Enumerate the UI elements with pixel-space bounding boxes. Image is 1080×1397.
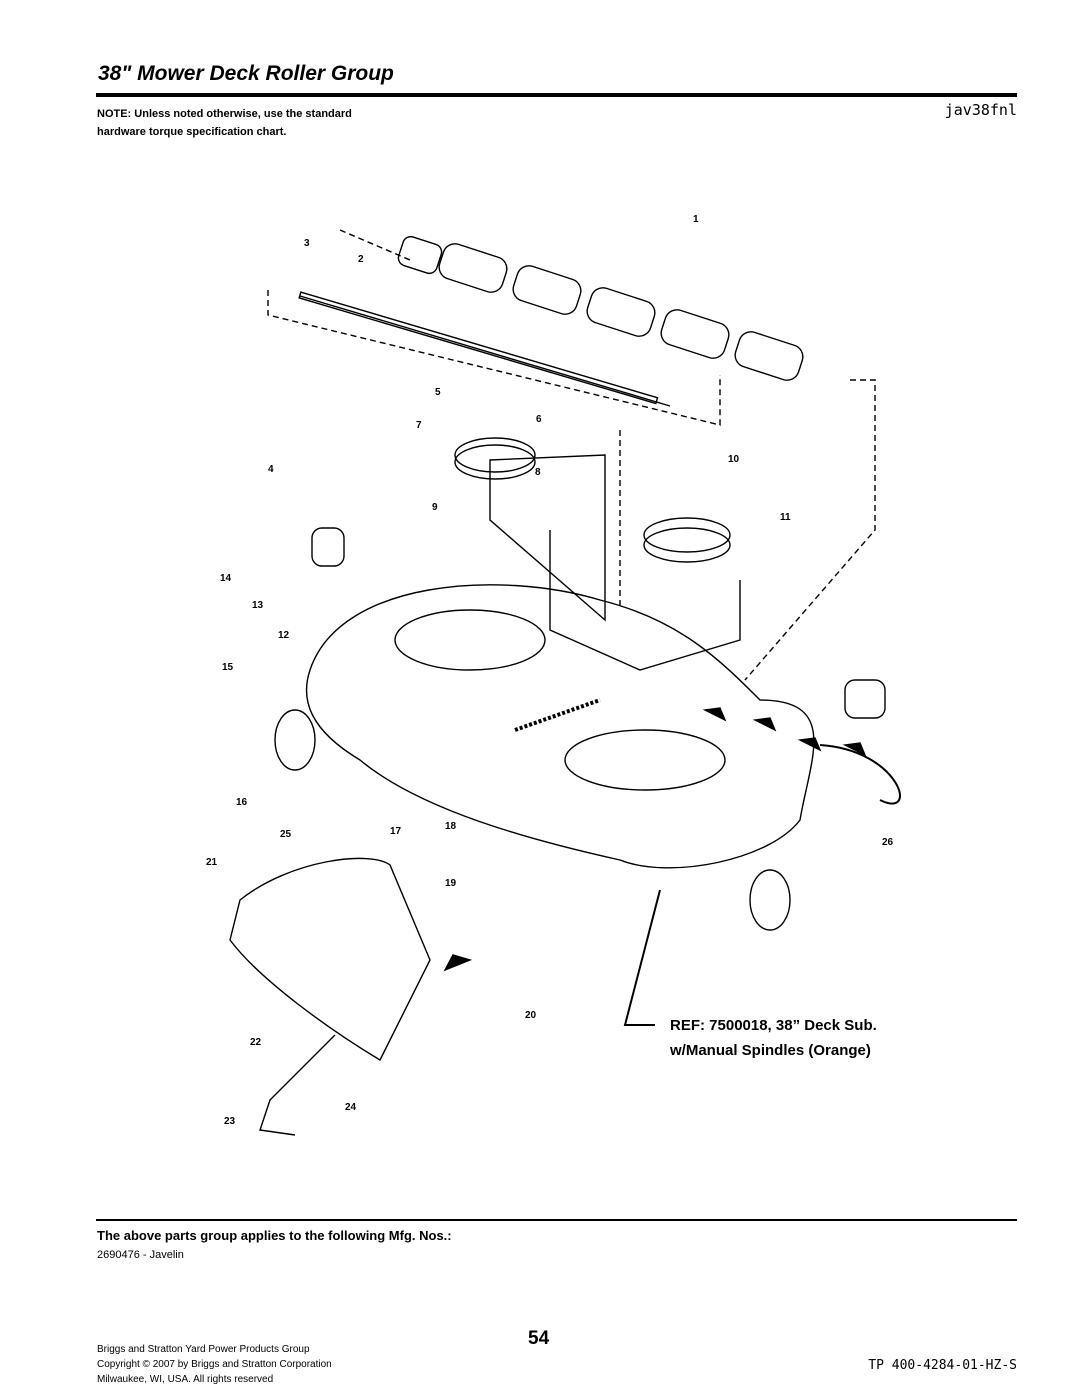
footer-copyright: Copyright © 2007 by Briggs and Stratton … <box>97 1359 332 1370</box>
callout-18: 18 <box>445 821 457 832</box>
applicability-item: 2690476 - Javelin <box>97 1249 184 1261</box>
footer-company: Briggs and Stratton Yard Power Products … <box>97 1344 310 1355</box>
callout-26: 26 <box>882 837 894 848</box>
callout-22: 22 <box>250 1037 262 1048</box>
callout-10: 10 <box>728 454 740 465</box>
callout-21: 21 <box>206 857 218 868</box>
wheel-right <box>749 869 791 931</box>
footer-credits: Briggs and Stratton Yard Power Products … <box>97 1342 332 1387</box>
upper-pulley <box>454 437 536 473</box>
callout-11: 11 <box>780 512 791 523</box>
mower-deck <box>305 584 815 869</box>
callout-1: 1 <box>693 214 699 225</box>
document-code: TP 400-4284-01-HZ-S <box>868 1358 1017 1373</box>
callout-3: 3 <box>304 238 310 249</box>
callout-12: 12 <box>278 630 290 641</box>
callout-5: 5 <box>435 387 441 398</box>
torque-note: NOTE: Unless noted otherwise, use the st… <box>97 108 352 138</box>
title-rule <box>96 93 1017 97</box>
chute-rod <box>259 1034 336 1136</box>
callout-23: 23 <box>224 1116 236 1127</box>
discharge-chute <box>229 857 431 1061</box>
footer-address: Milwaukee, WI, USA. All rights reserved <box>97 1374 274 1385</box>
roller-shaft <box>299 295 671 407</box>
wheel-left <box>274 709 316 771</box>
applicability-heading: The above parts group applies to the fol… <box>97 1228 452 1243</box>
page-title: 38" Mower Deck Roller Group <box>98 62 394 85</box>
ref-line-1: REF: 7500018, 38” Deck Sub. <box>670 1017 877 1034</box>
callout-24: 24 <box>345 1102 357 1113</box>
callout-19: 19 <box>445 878 457 889</box>
callout-20: 20 <box>525 1010 537 1021</box>
callout-14: 14 <box>220 573 232 584</box>
callout-7: 7 <box>416 420 422 431</box>
callout-4: 4 <box>268 464 274 475</box>
callout-16: 16 <box>236 797 248 808</box>
callout-15: 15 <box>222 662 234 673</box>
diagram-code: jav38fnl <box>944 101 1017 119</box>
callout-6: 6 <box>536 414 542 425</box>
page-number: 54 <box>528 1328 550 1349</box>
callout-8: 8 <box>535 467 541 478</box>
roller-row <box>397 235 804 381</box>
callout-9: 9 <box>432 502 438 513</box>
callout-25: 25 <box>280 829 292 840</box>
right-pulley <box>643 517 731 553</box>
callout-2: 2 <box>358 254 364 265</box>
exploded-parts-diagram: 1 2 3 4 5 6 7 8 9 10 11 12 13 14 15 16 1… <box>206 214 901 1136</box>
callout-17: 17 <box>390 826 402 837</box>
callout-13: 13 <box>252 600 264 611</box>
applicability-rule <box>96 1219 1017 1221</box>
ref-line-2: w/Manual Spindles (Orange) <box>669 1042 871 1059</box>
